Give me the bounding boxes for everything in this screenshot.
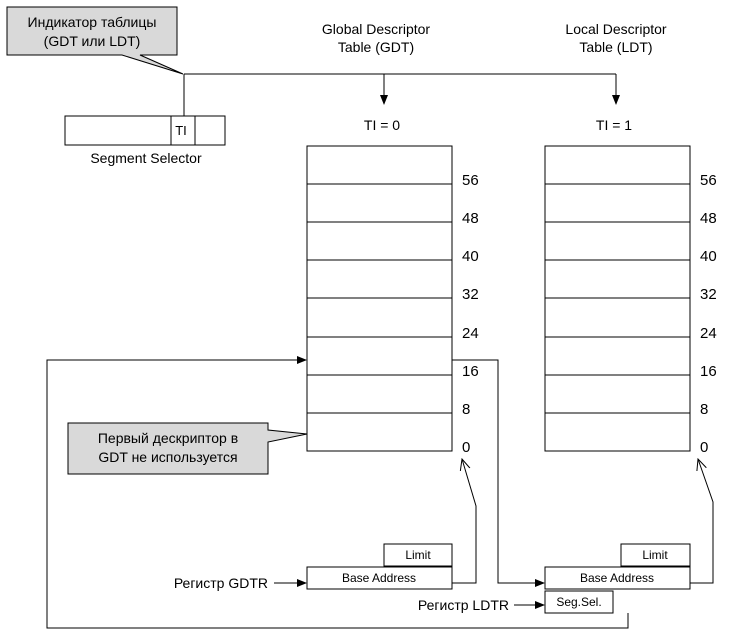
- ldt-offset: 48: [700, 210, 717, 227]
- ldtr-base-label: Base Address: [580, 571, 654, 585]
- gdtr-limit-box: [383, 543, 453, 567]
- ldtr-seg-sel-label: Seg.Sel.: [556, 595, 601, 609]
- selector-connectors: [183, 73, 620, 116]
- gdt-title-line-1: Global Descriptor: [322, 21, 430, 37]
- ldt-table: Local Descriptor Table (LDT) TI = 1 56 4…: [544, 21, 717, 456]
- first-descriptor-callout: Первый дескриптор в GDT не используется: [67, 422, 308, 475]
- ldtr-register-label: Регистр LDTR: [418, 597, 509, 613]
- ldt-title-line-1: Local Descriptor: [565, 21, 666, 37]
- ldt-offset: 56: [700, 172, 717, 189]
- gdt-ldt-descriptor-to-ldtr-pointer: [452, 359, 545, 587]
- gdtr-limit-label: Limit: [405, 548, 431, 562]
- gdt-ti-value: TI = 0: [364, 117, 400, 133]
- gdtr-base-label: Base Address: [342, 571, 416, 585]
- selector-box: [64, 115, 226, 146]
- ldtr-base-box: [544, 566, 691, 590]
- ldtr-register: Limit Base Address Seg.Sel. Регистр LDTR: [418, 543, 691, 614]
- pointer-lines: [46, 356, 714, 629]
- gdt-offset: 8: [462, 401, 470, 418]
- ldt-offset: 16: [700, 363, 717, 380]
- ldt-ti-value: TI = 1: [596, 117, 632, 133]
- ldt-offset: 8: [700, 401, 708, 418]
- gdt-table: Global Descriptor Table (GDT) TI = 0 56 …: [306, 21, 479, 456]
- ldtr-base-to-ldt-pointer: [690, 459, 714, 584]
- gdt-offset: 0: [462, 439, 470, 456]
- table-indicator-callout: Индикатор таблицы (GDT или LDT): [6, 6, 184, 75]
- gdt-offset: 48: [462, 210, 479, 227]
- ldtr-limit-label: Limit: [642, 548, 668, 562]
- gdt-offset: 40: [462, 248, 479, 265]
- segment-selector: TI Segment Selector: [64, 115, 226, 166]
- ldt-offset: 0: [700, 439, 708, 456]
- ldt-offset: 32: [700, 286, 717, 303]
- callout-line-1: Индикатор таблицы: [28, 14, 157, 30]
- ldt-offset: 40: [700, 248, 717, 265]
- gdtr-base-box: [306, 566, 453, 590]
- segment-selector-label: Segment Selector: [90, 150, 202, 166]
- gdtr-base-to-gdt-pointer: [452, 459, 477, 584]
- gdt-offset: 32: [462, 286, 479, 303]
- gdt-title-line-2: Table (GDT): [338, 39, 414, 55]
- gdt-offset: 16: [462, 363, 479, 380]
- ldtr-seg-sel-box: [544, 590, 614, 614]
- gdtr-register-label: Регистр GDTR: [174, 575, 268, 591]
- callout-line-2: (GDT или LDT): [44, 33, 141, 49]
- ldtr-limit-box: [620, 543, 691, 567]
- ldtr-selector-to-gdt-pointer: [46, 356, 629, 629]
- gdt-offset: 56: [462, 172, 479, 189]
- gdtr-register: Limit Base Address Регистр GDTR: [174, 543, 453, 591]
- gdt-offset: 24: [462, 325, 479, 342]
- callout-line-1: Первый дескриптор в: [98, 430, 238, 446]
- ldt-offset: 24: [700, 325, 717, 342]
- ldt-title-line-2: Table (LDT): [579, 39, 652, 55]
- ti-field: TI: [175, 123, 187, 138]
- callout-line-2: GDT не используется: [98, 449, 237, 465]
